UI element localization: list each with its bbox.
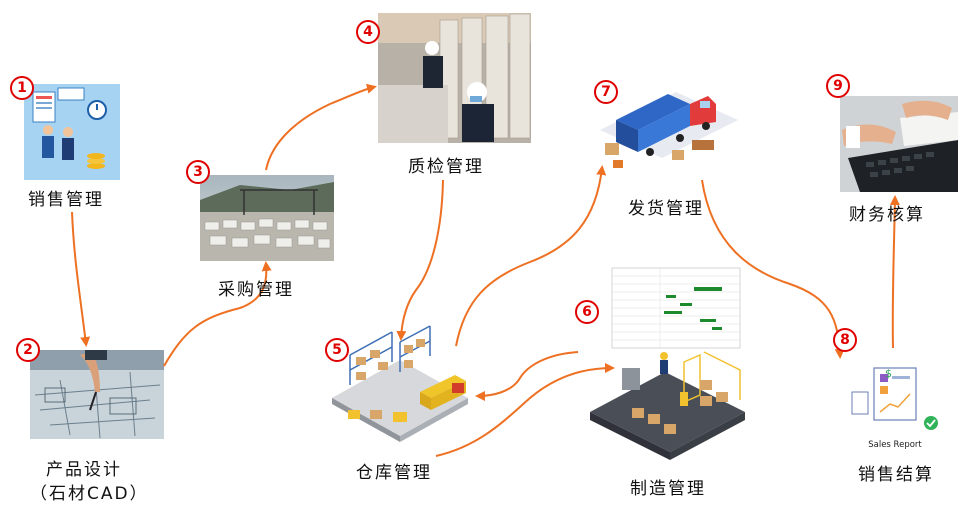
step-label-finance-accounting: 财务核算	[849, 205, 925, 225]
step-label-delivery: 发货管理	[628, 199, 704, 219]
svg-text:$: $	[885, 367, 892, 380]
arrow-5-to-6	[435, 363, 615, 457]
step-label-procurement: 采购管理	[218, 280, 294, 300]
arrow-4-to-5	[396, 179, 444, 341]
step-badge-2: 2	[16, 338, 40, 362]
arrow-7-to-8	[701, 179, 845, 359]
step-label-sales-management: 销售管理	[28, 190, 104, 210]
procurement-image	[200, 175, 334, 261]
arrow-1-to-2	[71, 211, 91, 347]
arrow-2-to-3	[163, 261, 272, 367]
arrow-3-to-4	[265, 83, 377, 171]
step-label-product-design: 产品设计	[46, 460, 122, 480]
step-badge-1: 1	[10, 76, 34, 100]
arrow-8-to-9	[889, 195, 900, 349]
step-badge-8: 8	[833, 328, 857, 352]
step-label-sales-settlement: 销售结算	[858, 465, 934, 485]
sales-report-image: $ Sales Report	[851, 367, 938, 450]
step-badge-4: 4	[356, 20, 380, 44]
flow-arrows	[71, 83, 900, 457]
step-label-manufacturing: 制造管理	[630, 479, 706, 499]
product-design-image	[30, 350, 164, 439]
finance-accounting-image	[840, 96, 958, 192]
arrow-5-to-7	[455, 165, 607, 347]
step-label-quality-inspection: 质检管理	[408, 157, 484, 177]
delivery-image	[600, 92, 738, 168]
step-badge-7: 7	[594, 80, 618, 104]
step-label-product-design-sub: （石材CAD）	[30, 484, 149, 504]
manufacturing-image	[590, 267, 745, 460]
step-badge-5: 5	[325, 338, 349, 362]
sales-report-caption: Sales Report	[868, 440, 922, 450]
warehouse-image	[332, 325, 468, 442]
quality-inspection-image	[378, 13, 531, 143]
step-label-warehouse: 仓库管理	[356, 463, 432, 483]
sales-management-image	[24, 84, 120, 180]
step-badge-9: 9	[826, 74, 850, 98]
step-badge-6: 6	[575, 300, 599, 324]
step-badge-3: 3	[186, 160, 210, 184]
arrow-6-to-5	[475, 351, 579, 401]
